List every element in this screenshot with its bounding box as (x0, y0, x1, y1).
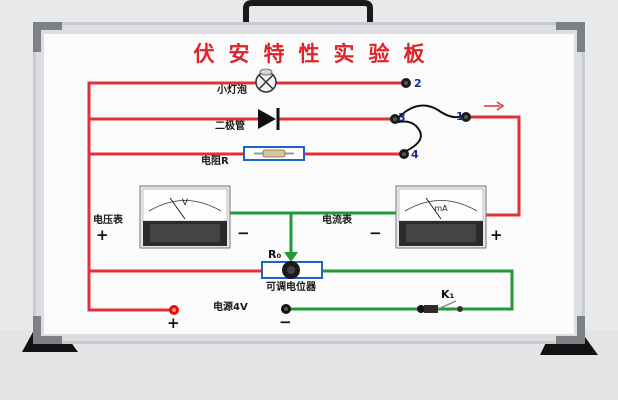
ammeter-minus-sign: − (369, 224, 382, 242)
ammeter (395, 185, 487, 249)
corner-cap-br (556, 316, 585, 344)
arrow-right-icon (484, 101, 505, 111)
ammeter-plus-sign: + (490, 226, 503, 244)
terminal-2[interactable] (401, 78, 411, 88)
voltmeter-label: 电压表 (93, 215, 123, 226)
wire-red-left-main (87, 81, 403, 312)
wire-green-right (322, 269, 514, 311)
r0-label: R₀ (268, 248, 282, 261)
power-label: 电源4V (213, 302, 248, 313)
slider-arrow (284, 213, 298, 262)
terminal-4-label: 4 (411, 148, 419, 161)
ammeter-label: 电流表 (322, 215, 352, 226)
diode-icon (258, 108, 280, 130)
potentiometer[interactable] (261, 261, 323, 279)
board-title: 伏安特性实验板 (193, 42, 439, 66)
corner-cap-bl (33, 316, 62, 344)
power-minus-sign: − (279, 313, 292, 331)
terminal-2-label: 2 (414, 77, 422, 90)
green-wires (228, 211, 514, 311)
voltmeter (139, 185, 231, 249)
carry-handle (243, 0, 373, 22)
bulb-label: 小灯泡 (217, 85, 247, 96)
terminal-1-label: 1 (456, 110, 464, 123)
power-plus-terminal[interactable] (169, 305, 179, 315)
switch-k1[interactable] (417, 300, 463, 313)
diode-label: 二极管 (215, 121, 245, 132)
resistor-icon (243, 146, 305, 161)
voltmeter-plus-sign: + (96, 226, 109, 244)
voltmeter-minus-sign: − (237, 224, 250, 242)
terminal-3[interactable] (390, 114, 400, 124)
terminal-3-label: 3 (398, 111, 406, 124)
corner-cap-tr (556, 22, 585, 52)
bulb-icon (255, 68, 277, 93)
wire-red-right (468, 115, 521, 217)
k1-label: K₁ (441, 288, 455, 301)
ammeter-unit: mA (434, 204, 448, 213)
jumper-cable[interactable] (397, 104, 463, 153)
resistor-label: 电阻R (201, 156, 229, 167)
terminal-1[interactable] (461, 112, 471, 122)
voltmeter-unit: V (181, 198, 189, 208)
power-plus-sign: + (167, 314, 180, 332)
corner-cap-tl (33, 22, 62, 52)
red-wires (87, 81, 521, 312)
potentiometer-label: 可调电位器 (266, 282, 316, 293)
power-minus-terminal[interactable] (281, 304, 291, 314)
